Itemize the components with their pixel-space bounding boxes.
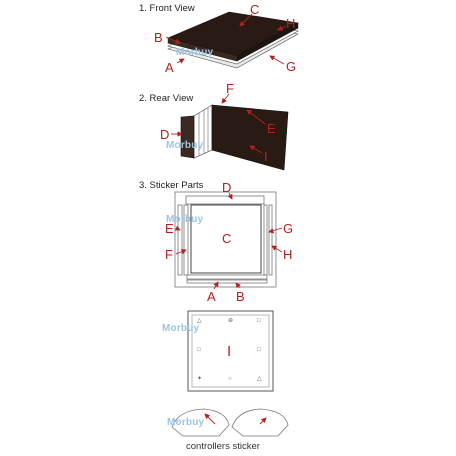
label-f-rear: F — [226, 81, 234, 96]
label-e-rear: E — [267, 121, 276, 136]
label-d-rear: D — [160, 127, 169, 142]
watermark-1: Morbuy — [176, 47, 214, 58]
label-b-parts: B — [236, 289, 245, 304]
label-c-front: C — [250, 2, 259, 17]
leader-lines — [165, 13, 287, 425]
svg-text:□: □ — [257, 318, 261, 324]
watermark-3: Morbuy — [166, 214, 204, 225]
label-a-front: A — [165, 60, 174, 75]
label-e-parts: E — [165, 221, 174, 236]
controller-stickers — [171, 408, 289, 437]
label-i-rear: I — [264, 149, 268, 164]
watermark-2: Morbuy — [166, 140, 204, 151]
sticker-parts-title: 3. Sticker Parts — [139, 180, 204, 191]
label-b-front: B — [154, 30, 163, 45]
label-h-front: H — [286, 16, 295, 31]
svg-text:□: □ — [197, 347, 201, 353]
rear-view-title: 2. Rear View — [139, 93, 194, 104]
svg-text:□: □ — [257, 347, 261, 353]
svg-text:△: △ — [257, 376, 262, 382]
rear-view-console — [180, 104, 289, 171]
svg-text:△: △ — [197, 318, 202, 324]
label-i-parts: I — [227, 343, 231, 360]
label-f-parts: F — [165, 247, 173, 262]
sticker-parts-sheet — [174, 191, 277, 288]
label-d-parts: D — [222, 180, 231, 195]
front-view-console — [167, 11, 299, 69]
front-view-title: 1. Front View — [139, 3, 195, 14]
controllers-sticker-caption: controllers sticker — [186, 441, 260, 452]
label-c-parts: C — [222, 231, 231, 246]
svg-text:⊕: ⊕ — [228, 318, 233, 324]
label-h-parts: H — [283, 247, 292, 262]
sticker-i-sheet: △ ⊕ □ □ □ ✦ ○ △ — [187, 310, 274, 392]
label-g-parts: G — [283, 221, 293, 236]
label-g-front: G — [286, 59, 296, 74]
label-a-parts: A — [207, 289, 216, 304]
svg-text:○: ○ — [228, 376, 232, 382]
svg-text:✦: ✦ — [197, 375, 202, 382]
watermark-4: Morbuy — [162, 323, 200, 334]
watermark-5: Morbuy — [167, 417, 205, 428]
